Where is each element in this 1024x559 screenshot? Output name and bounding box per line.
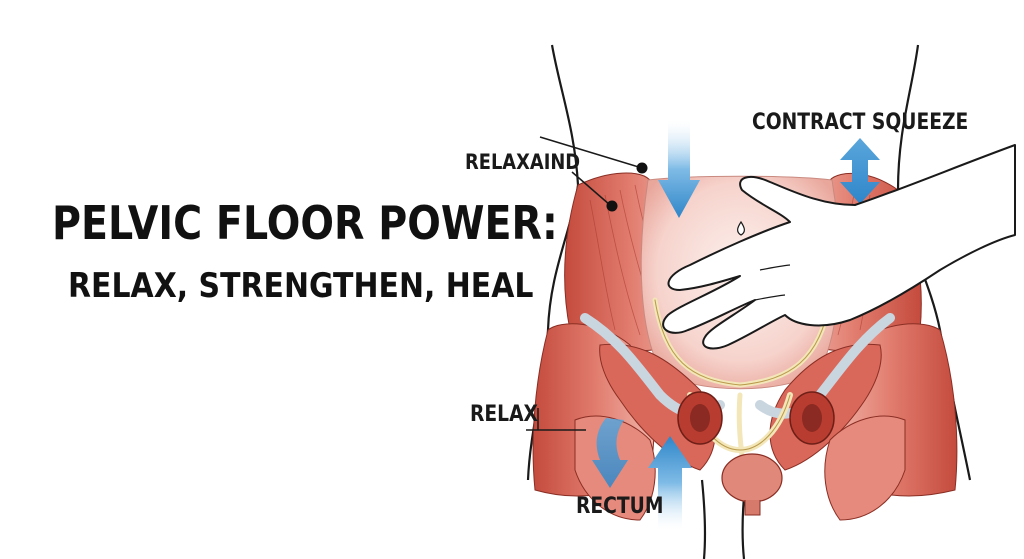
hand-illustration [662,144,1016,350]
page-title: PELVIC FLOOR POWER: [52,196,558,250]
page-subtitle: RELAX, STRENGTHEN, HEAL [68,266,534,306]
droplet-icon [737,220,745,236]
label-relax: RELAX [470,402,538,427]
up-arrow-rectum [648,436,692,530]
relax-down-arrow [592,418,628,488]
down-arrow-relax [658,120,700,218]
urethra [744,500,761,516]
hip-joints [677,391,835,445]
pointer-dot [636,162,648,174]
label-relaxaind: RELAXAIND [465,150,581,174]
pointer-dot [606,200,618,212]
leader-lines [526,136,643,431]
label-contract-squeeze: CONTRACT SQUEEZE [752,110,969,135]
label-rectum: RECTUM [576,494,664,519]
contract-arrow [840,138,880,204]
bladder [721,453,783,503]
